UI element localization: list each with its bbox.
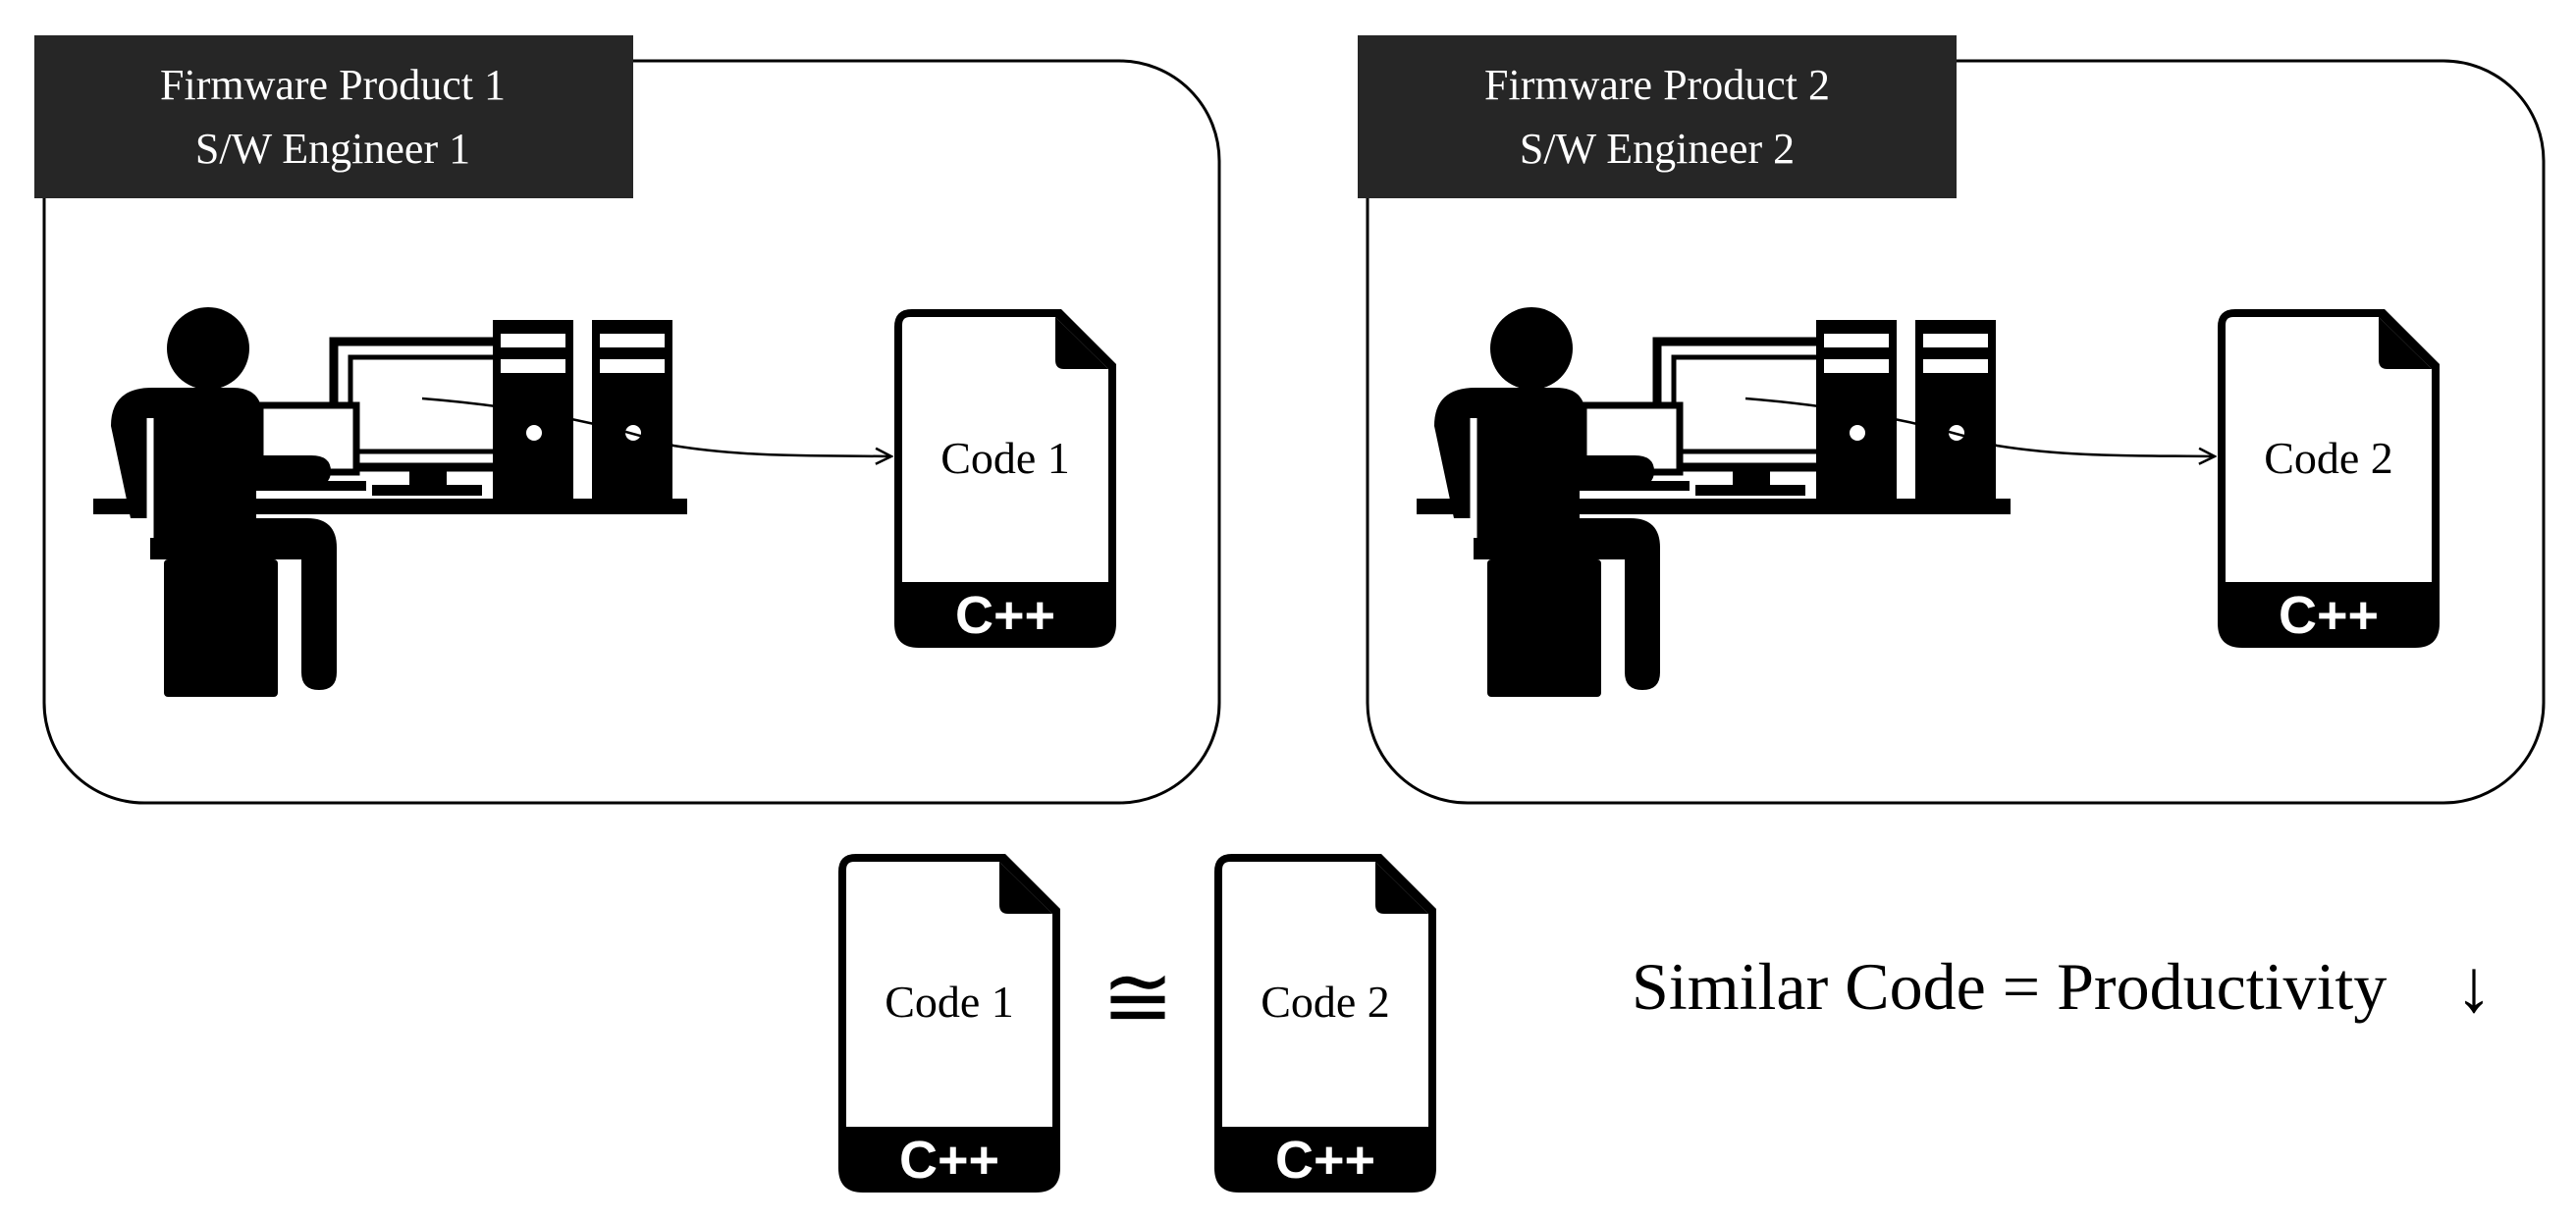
code-file-icon: Code 1 C++: [838, 854, 1060, 1193]
panel-1-code-label: Code 1: [940, 433, 1070, 483]
panel-1-code-lang: C++: [955, 586, 1055, 645]
panel-2: Firmware Product 2 S/W Engineer 2 Code 2…: [1358, 35, 2546, 805]
code-file-icon: Code 2 C++: [2218, 309, 2440, 648]
panel-2-header-line1: Firmware Product 2: [1484, 61, 1830, 109]
approx-equal-symbol: ≅: [1101, 951, 1174, 1046]
arrow-icon: [1744, 397, 2215, 456]
panel-2-code-label: Code 2: [2264, 433, 2393, 483]
panel-1: Firmware Product 1 S/W Engineer 1 Code 1…: [34, 35, 1221, 805]
comparison: Code 1 C++ ≅ Code 2 C++: [838, 854, 1436, 1193]
down-arrow-icon: ↓: [2455, 945, 2493, 1028]
panel-1-header-line2: S/W Engineer 1: [195, 125, 470, 173]
panel-1-header: Firmware Product 1 S/W Engineer 1: [34, 35, 633, 198]
panel-2-header: Firmware Product 2 S/W Engineer 2: [1358, 35, 1957, 198]
conclusion: Similar Code = Productivity ↓: [1632, 945, 2493, 1028]
code-file-icon: Code 2 C++: [1214, 854, 1436, 1193]
conclusion-text: Similar Code = Productivity: [1632, 949, 2387, 1024]
comparison-left-code: Code 1: [885, 977, 1014, 1027]
arrow-icon: [421, 397, 891, 456]
panel-1-header-line1: Firmware Product 1: [160, 61, 506, 109]
panel-2-header-line2: S/W Engineer 2: [1520, 125, 1795, 173]
panel-2-code-lang: C++: [2279, 586, 2379, 645]
comparison-left-lang: C++: [899, 1131, 999, 1190]
comparison-right-lang: C++: [1275, 1131, 1375, 1190]
code-file-icon: Code 1 C++: [894, 309, 1116, 648]
comparison-right-code: Code 2: [1261, 977, 1390, 1027]
